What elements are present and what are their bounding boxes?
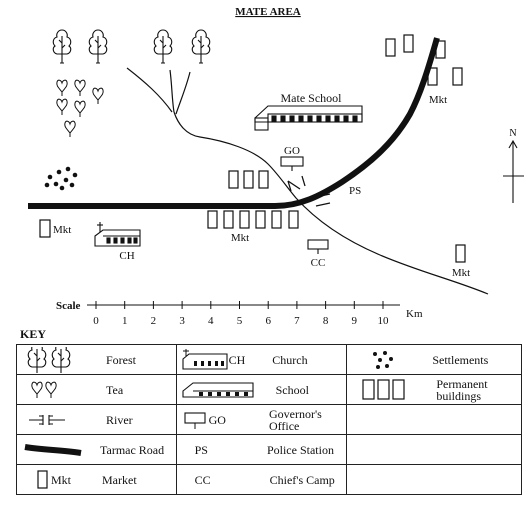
mkt-left-label: Mkt [53,224,71,236]
key-table: Forest CH Church Settlements Tea [16,344,522,495]
forest-label: Forest [106,352,136,367]
key-row: Mkt Market CC Chief's Camp [16,464,522,495]
chiefs-camp-icon [307,239,329,254]
scale-tick-label: 5 [237,315,243,327]
key-cell-governors-office: GO Governor's Office [175,404,348,435]
settlements-icon [373,350,394,369]
mkt-bottom-right-label: Mkt [452,267,470,279]
key-cell-empty [346,464,522,495]
church-icon [94,222,141,247]
school-icon [182,381,254,398]
go-label: GO [284,145,300,157]
police-station-abbr: PS [194,443,208,458]
mkt-top-right-label: Mkt [429,94,447,106]
governors-office-abbr: GO [208,412,226,427]
key-cell-police-station: PS Police Station [175,434,348,465]
key-cell-permanent-buildings: Permanent buildings [346,374,522,405]
scale-tick-label: 0 [93,315,99,327]
bridge-marks [287,175,331,207]
market-center-buildings [207,210,299,229]
mkt-center-label: Mkt [231,232,249,244]
key-row: Forest CH Church Settlements [16,344,522,375]
permanent-buildings-north [228,170,269,189]
police-station-label: Police Station [266,443,334,458]
settlements-label: Settlements [432,352,489,367]
mate-school-label: Mate School [281,91,343,105]
scale-tick-label: 10 [378,315,390,327]
key-cell-tea: Tea [16,374,177,405]
key-cell-church: CH Church [175,344,348,375]
scale-tick-label: 9 [352,315,358,327]
governors-office-label: Governor's Office [268,406,322,433]
cc-label: CC [311,257,326,269]
tea-label: Tea [106,382,124,397]
permanent-buildings-icon [362,378,405,400]
ch-label: CH [119,250,134,262]
key-row: Tarmac Road PS Police Station [16,434,522,465]
market-abbr: Mkt [51,472,72,487]
church-label: Church [272,352,308,367]
scale-tick-label: 7 [294,315,300,327]
key-cell-empty [346,434,522,465]
market-icon-bottom-right [455,244,466,263]
river-icon [29,414,65,425]
tarmac-road-label: Tarmac Road [100,442,165,457]
scale-tick-label: 3 [179,315,185,327]
tea-icon [31,381,57,398]
tarmac-road [28,37,440,209]
scale-unit: Km [406,308,423,320]
map-title: MATE AREA [235,6,301,18]
key-heading: KEY [20,327,47,341]
settlements-icon [44,166,78,191]
forest-icon [27,346,71,373]
scale-tick-label: 1 [122,315,128,327]
chiefs-camp-abbr: CC [194,473,211,488]
key-cell-school: School [175,374,348,405]
church-abbr: CH [228,352,246,367]
key-row: River GO Governor's Office [16,404,522,435]
north-label: N [509,128,516,139]
tarmac-road-icon [24,443,82,456]
market-icon-left [39,219,51,238]
forest-icon [52,29,211,64]
mate-school-icon [254,105,363,131]
school-label: School [275,382,309,397]
ps-label: PS [349,185,361,197]
key-cell-empty [346,404,522,435]
river [126,67,489,295]
key-cell-river: River [16,404,177,435]
chiefs-camp-label: Chief's Camp [269,473,335,488]
scale-tick-label: 4 [208,315,214,327]
key-cell-chiefs-camp: CC Chief's Camp [175,464,348,495]
key-cell-settlements: Settlements [346,344,522,375]
north-arrow [503,139,524,203]
key-cell-market: Mkt Market [16,464,177,495]
scale-bar: Scale 0 1 2 3 4 5 6 7 8 9 10 Km [56,300,423,327]
river-label: River [106,412,133,427]
tea-icon [56,79,104,138]
key-cell-forest: Forest [16,344,177,375]
scale-tick-label: 2 [151,315,157,327]
scale-tick-label: 6 [265,315,271,327]
key-row: Tea School Permanent buildings [16,374,522,405]
map: MATE AREA [28,6,524,327]
scale-label: Scale [56,300,81,312]
market-label: Market [102,472,137,487]
market-icon [37,469,48,489]
permanent-buildings-label: Permanent buildings [436,376,488,403]
governors-office-icon [280,156,304,171]
scale-tick-label: 8 [323,315,329,327]
governors-office-icon [184,411,206,429]
key-cell-tarmac-road: Tarmac Road [16,434,177,465]
church-icon [182,348,228,370]
